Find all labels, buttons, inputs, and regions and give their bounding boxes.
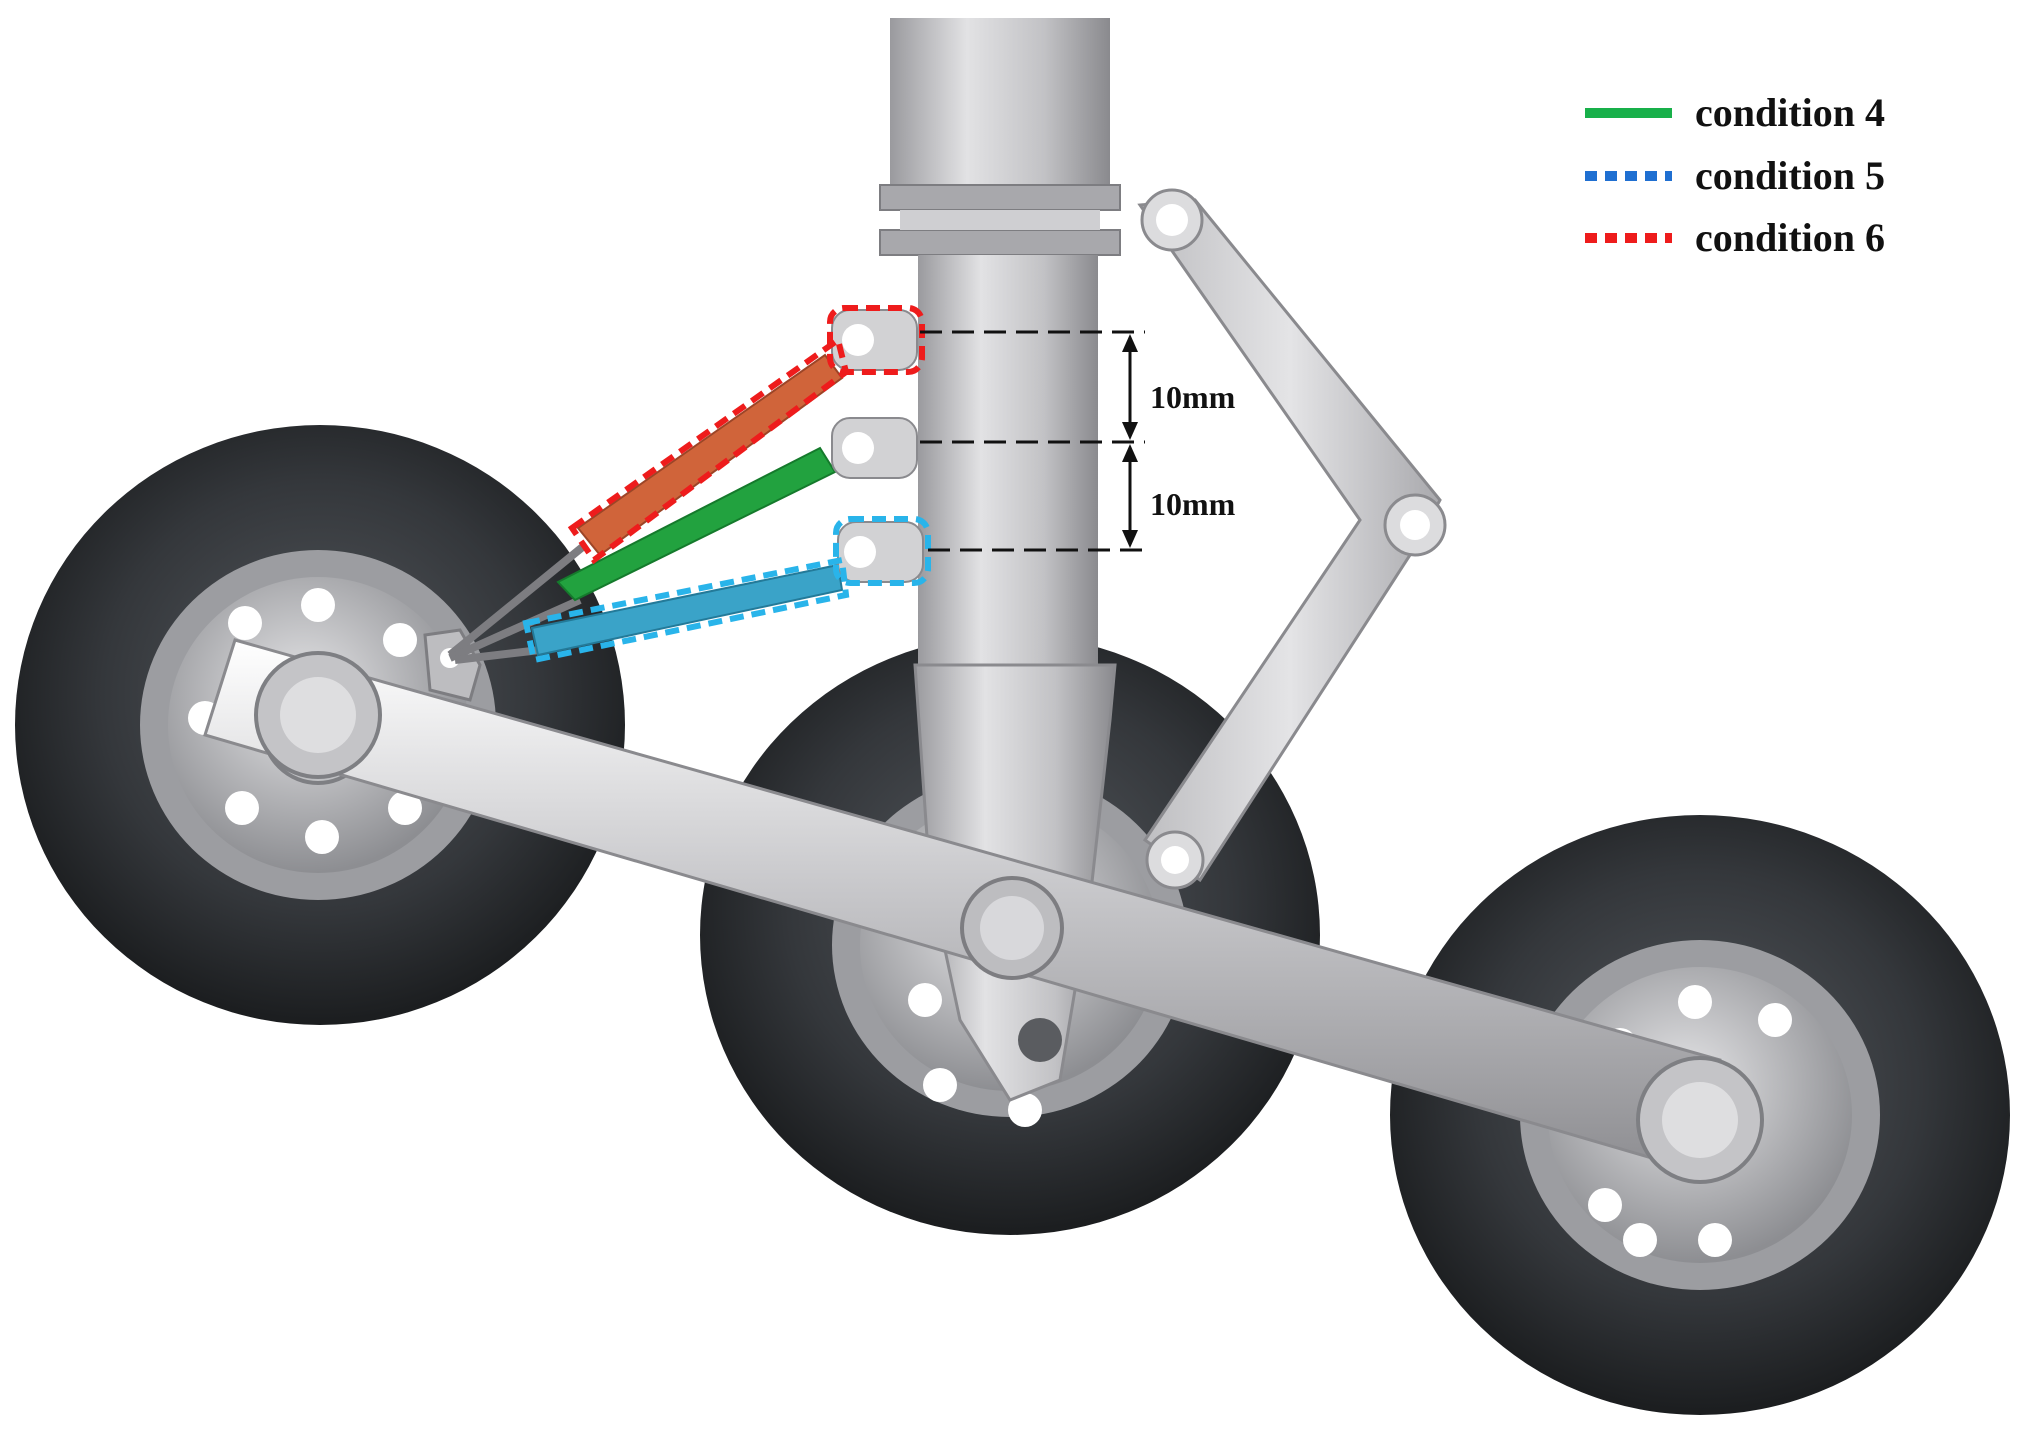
- dimension-arrows: [1122, 334, 1138, 548]
- legend: condition 4 condition 5 condition 6: [1585, 90, 1885, 260]
- lug-condition-5: [837, 521, 924, 583]
- legend-label-condition-4: condition 4: [1695, 90, 1885, 135]
- rod-condition-5: [530, 563, 844, 657]
- dimension-label-lower: 10mm: [1150, 486, 1236, 522]
- lug-condition-4: [831, 417, 918, 479]
- dimension-guides: [920, 330, 1145, 552]
- dimension-label-upper: 10mm: [1150, 379, 1236, 415]
- torque-link: [1137, 188, 1447, 890]
- rod-condition-4: [556, 446, 837, 602]
- lug-condition-6: [831, 309, 918, 371]
- legend-label-condition-5: condition 5: [1695, 153, 1885, 198]
- legend-label-condition-6: condition 6: [1695, 215, 1885, 260]
- bogie-beam: [203, 638, 1764, 1184]
- highlight-condition-5: [522, 516, 931, 664]
- highlight-condition-6: [567, 305, 925, 565]
